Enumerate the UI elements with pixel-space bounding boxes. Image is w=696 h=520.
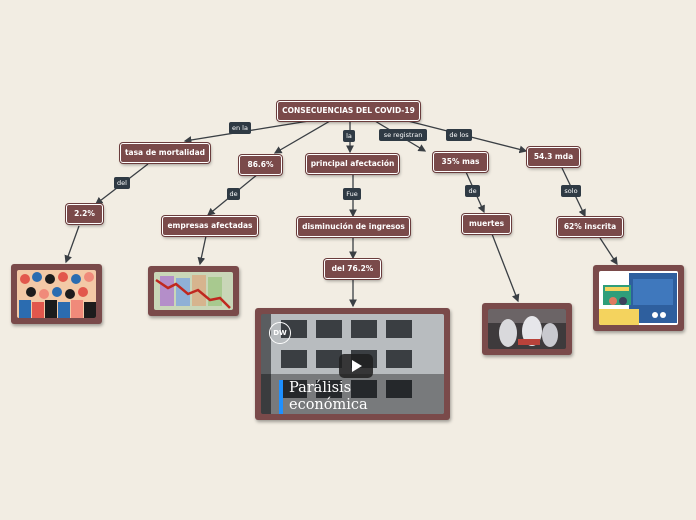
connector-label-de-los: de los [446,129,472,141]
connector-label-en-la: en la [229,122,251,134]
play-icon [352,360,362,372]
root-node[interactable]: CONSECUENCIAS DEL COVID-19 [277,101,420,121]
crowd-illustration [17,270,96,318]
video-title-line1: Parálisis [289,380,352,396]
node-62-inscrita[interactable]: 62% inscrita [557,217,623,237]
play-button[interactable] [339,354,373,378]
video-player[interactable]: DW Parálisis económica [261,314,444,414]
falling-chart-money [154,272,233,310]
connector-label-de-2: de [465,185,480,197]
node-muertes[interactable]: muertes [462,214,511,234]
connector-label-fue: Fue [343,188,361,200]
node-del-76-2[interactable]: del 76.2% [324,259,381,279]
image-chart-card[interactable] [148,266,239,316]
connector-label-se-registran: se registran [379,129,427,141]
video-title-line2: económica [289,397,368,413]
image-hospital-card[interactable] [482,303,572,355]
video-title: Parálisis económica [279,380,368,414]
node-disminucion-ingresos[interactable]: disminución de ingresos [297,217,410,237]
node-principal-afectacion[interactable]: principal afectación [306,154,399,174]
image-crowd-card[interactable] [11,264,102,324]
dw-logo: DW [269,322,291,344]
online-class-illustration [599,271,678,325]
connector-label-de-1: de [227,188,240,200]
video-card[interactable]: DW Parálisis económica [255,308,450,420]
node-35-mas[interactable]: 35% mas [433,152,488,172]
node-empresas-afectadas[interactable]: empresas afectadas [162,216,258,236]
hospital-workers-photo [488,309,566,349]
node-54-3-mda[interactable]: 54.3 mda [527,147,580,167]
connector-label-la: la [343,130,355,142]
node-2-2[interactable]: 2.2% [66,204,103,224]
image-classroom-card[interactable] [593,265,684,331]
connector-label-solo: solo [561,185,581,197]
connector-label-del: del [114,177,130,189]
node-86-6[interactable]: 86.6% [239,155,282,175]
node-tasa-mortalidad[interactable]: tasa de mortalidad [120,143,210,163]
